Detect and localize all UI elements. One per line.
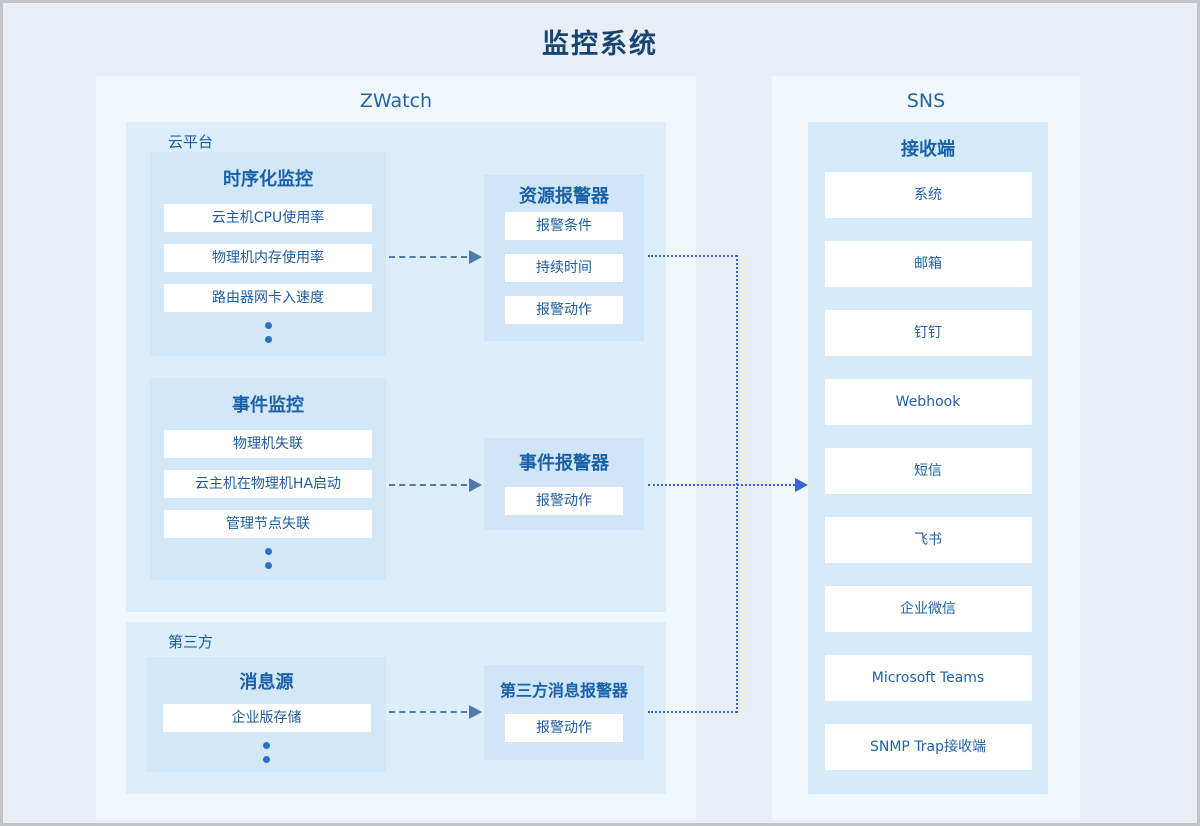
- ellipsis-dots-icon: [150, 322, 386, 343]
- receiver-header: 接收端: [901, 139, 955, 160]
- event-monitor-box: 事件监控 物理机失联 云主机在物理机HA启动 管理节点失联: [150, 378, 386, 580]
- event-alarm-item: 报警动作: [505, 487, 623, 515]
- dot-icon: [264, 322, 272, 329]
- receiver-item: 钉钉: [824, 310, 1032, 356]
- timeseries-monitor-header: 时序化监控: [223, 169, 313, 190]
- resource-alarm-header: 资源报警器: [519, 186, 609, 207]
- event-monitor-header: 事件监控: [232, 395, 304, 416]
- receiver-item: 短信: [824, 448, 1032, 494]
- arrowhead-icon: [469, 705, 482, 719]
- dashed-connector-events-to-event-alarm: [389, 484, 467, 486]
- event-alarm-header: 事件报警器: [519, 453, 609, 474]
- receiver-item: Webhook: [824, 379, 1032, 425]
- arrowhead-icon: [469, 478, 482, 492]
- dot-icon: [264, 336, 272, 343]
- dot-icon: [263, 756, 270, 763]
- receiver-item: 飞书: [824, 517, 1032, 563]
- third-party-alarm-item-list: 报警动作: [484, 714, 644, 742]
- ellipsis-dots-icon: [150, 548, 386, 569]
- third-party-label: 第三方: [168, 633, 214, 651]
- receiver-item: SNMP Trap接收端: [824, 724, 1032, 770]
- timeseries-monitor-box: 时序化监控 云主机CPU使用率 物理机内存使用率 路由器网卡入速度: [150, 152, 386, 356]
- third-party-alarm-box: 第三方消息报警器 报警动作: [484, 665, 644, 760]
- receiver-item: 邮箱: [824, 241, 1032, 287]
- event-item: 物理机失联: [164, 430, 372, 458]
- resource-alarm-item: 持续时间: [505, 254, 623, 282]
- arrowhead-icon: [469, 250, 482, 264]
- resource-alarm-item: 报警条件: [505, 212, 623, 240]
- ellipsis-dots-icon: [147, 742, 386, 763]
- dotted-connector-resource-alarm: [648, 255, 737, 257]
- timeseries-item: 物理机内存使用率: [164, 244, 372, 272]
- receiver-item: Microsoft Teams: [824, 655, 1032, 701]
- dashed-connector-timeseries-to-resource: [389, 256, 467, 258]
- dotted-connector-third-alarm: [648, 711, 737, 713]
- dashed-connector-sources-to-third-alarm: [389, 711, 467, 713]
- zwatch-title: ZWatch: [359, 90, 433, 112]
- receiver-item: 系统: [824, 172, 1032, 218]
- event-item: 管理节点失联: [164, 510, 372, 538]
- third-party-alarm-header: 第三方消息报警器: [499, 681, 628, 700]
- message-source-item: 企业版存储: [162, 704, 371, 732]
- resource-alarm-item: 报警动作: [505, 296, 623, 324]
- dot-icon: [264, 562, 272, 569]
- dot-icon: [263, 742, 270, 749]
- arrowhead-icon: [795, 478, 808, 492]
- receiver-item-list: 系统 邮箱 钉钉 Webhook 短信 飞书 企业微信 Microsoft Te…: [808, 172, 1048, 770]
- receiver-item: 企业微信: [824, 586, 1032, 632]
- cloud-platform-label: 云平台: [168, 133, 214, 151]
- page-title: 监控系统: [542, 29, 658, 60]
- timeseries-item-list: 云主机CPU使用率 物理机内存使用率 路由器网卡入速度: [150, 204, 386, 312]
- resource-alarm-box: 资源报警器 报警条件 持续时间 报警动作: [484, 175, 644, 341]
- receiver-box: 接收端 系统 邮箱 钉钉 Webhook 短信 飞书 企业微信 Microsof…: [808, 122, 1048, 794]
- dot-icon: [264, 548, 272, 555]
- resource-alarm-item-list: 报警条件 持续时间 报警动作: [484, 212, 644, 324]
- message-source-item-list: 企业版存储: [147, 704, 386, 732]
- event-alarm-box: 事件报警器 报警动作: [484, 438, 644, 530]
- timeseries-item: 云主机CPU使用率: [164, 204, 372, 232]
- event-alarm-item-list: 报警动作: [484, 487, 644, 515]
- dotted-connector-to-sns: [648, 484, 795, 486]
- message-source-box: 消息源 企业版存储: [147, 657, 386, 772]
- third-party-alarm-item: 报警动作: [505, 714, 623, 742]
- sns-title: SNS: [906, 90, 946, 112]
- message-source-header: 消息源: [239, 672, 294, 693]
- timeseries-item: 路由器网卡入速度: [164, 284, 372, 312]
- event-item: 云主机在物理机HA启动: [164, 470, 372, 498]
- event-item-list: 物理机失联 云主机在物理机HA启动 管理节点失联: [150, 430, 386, 538]
